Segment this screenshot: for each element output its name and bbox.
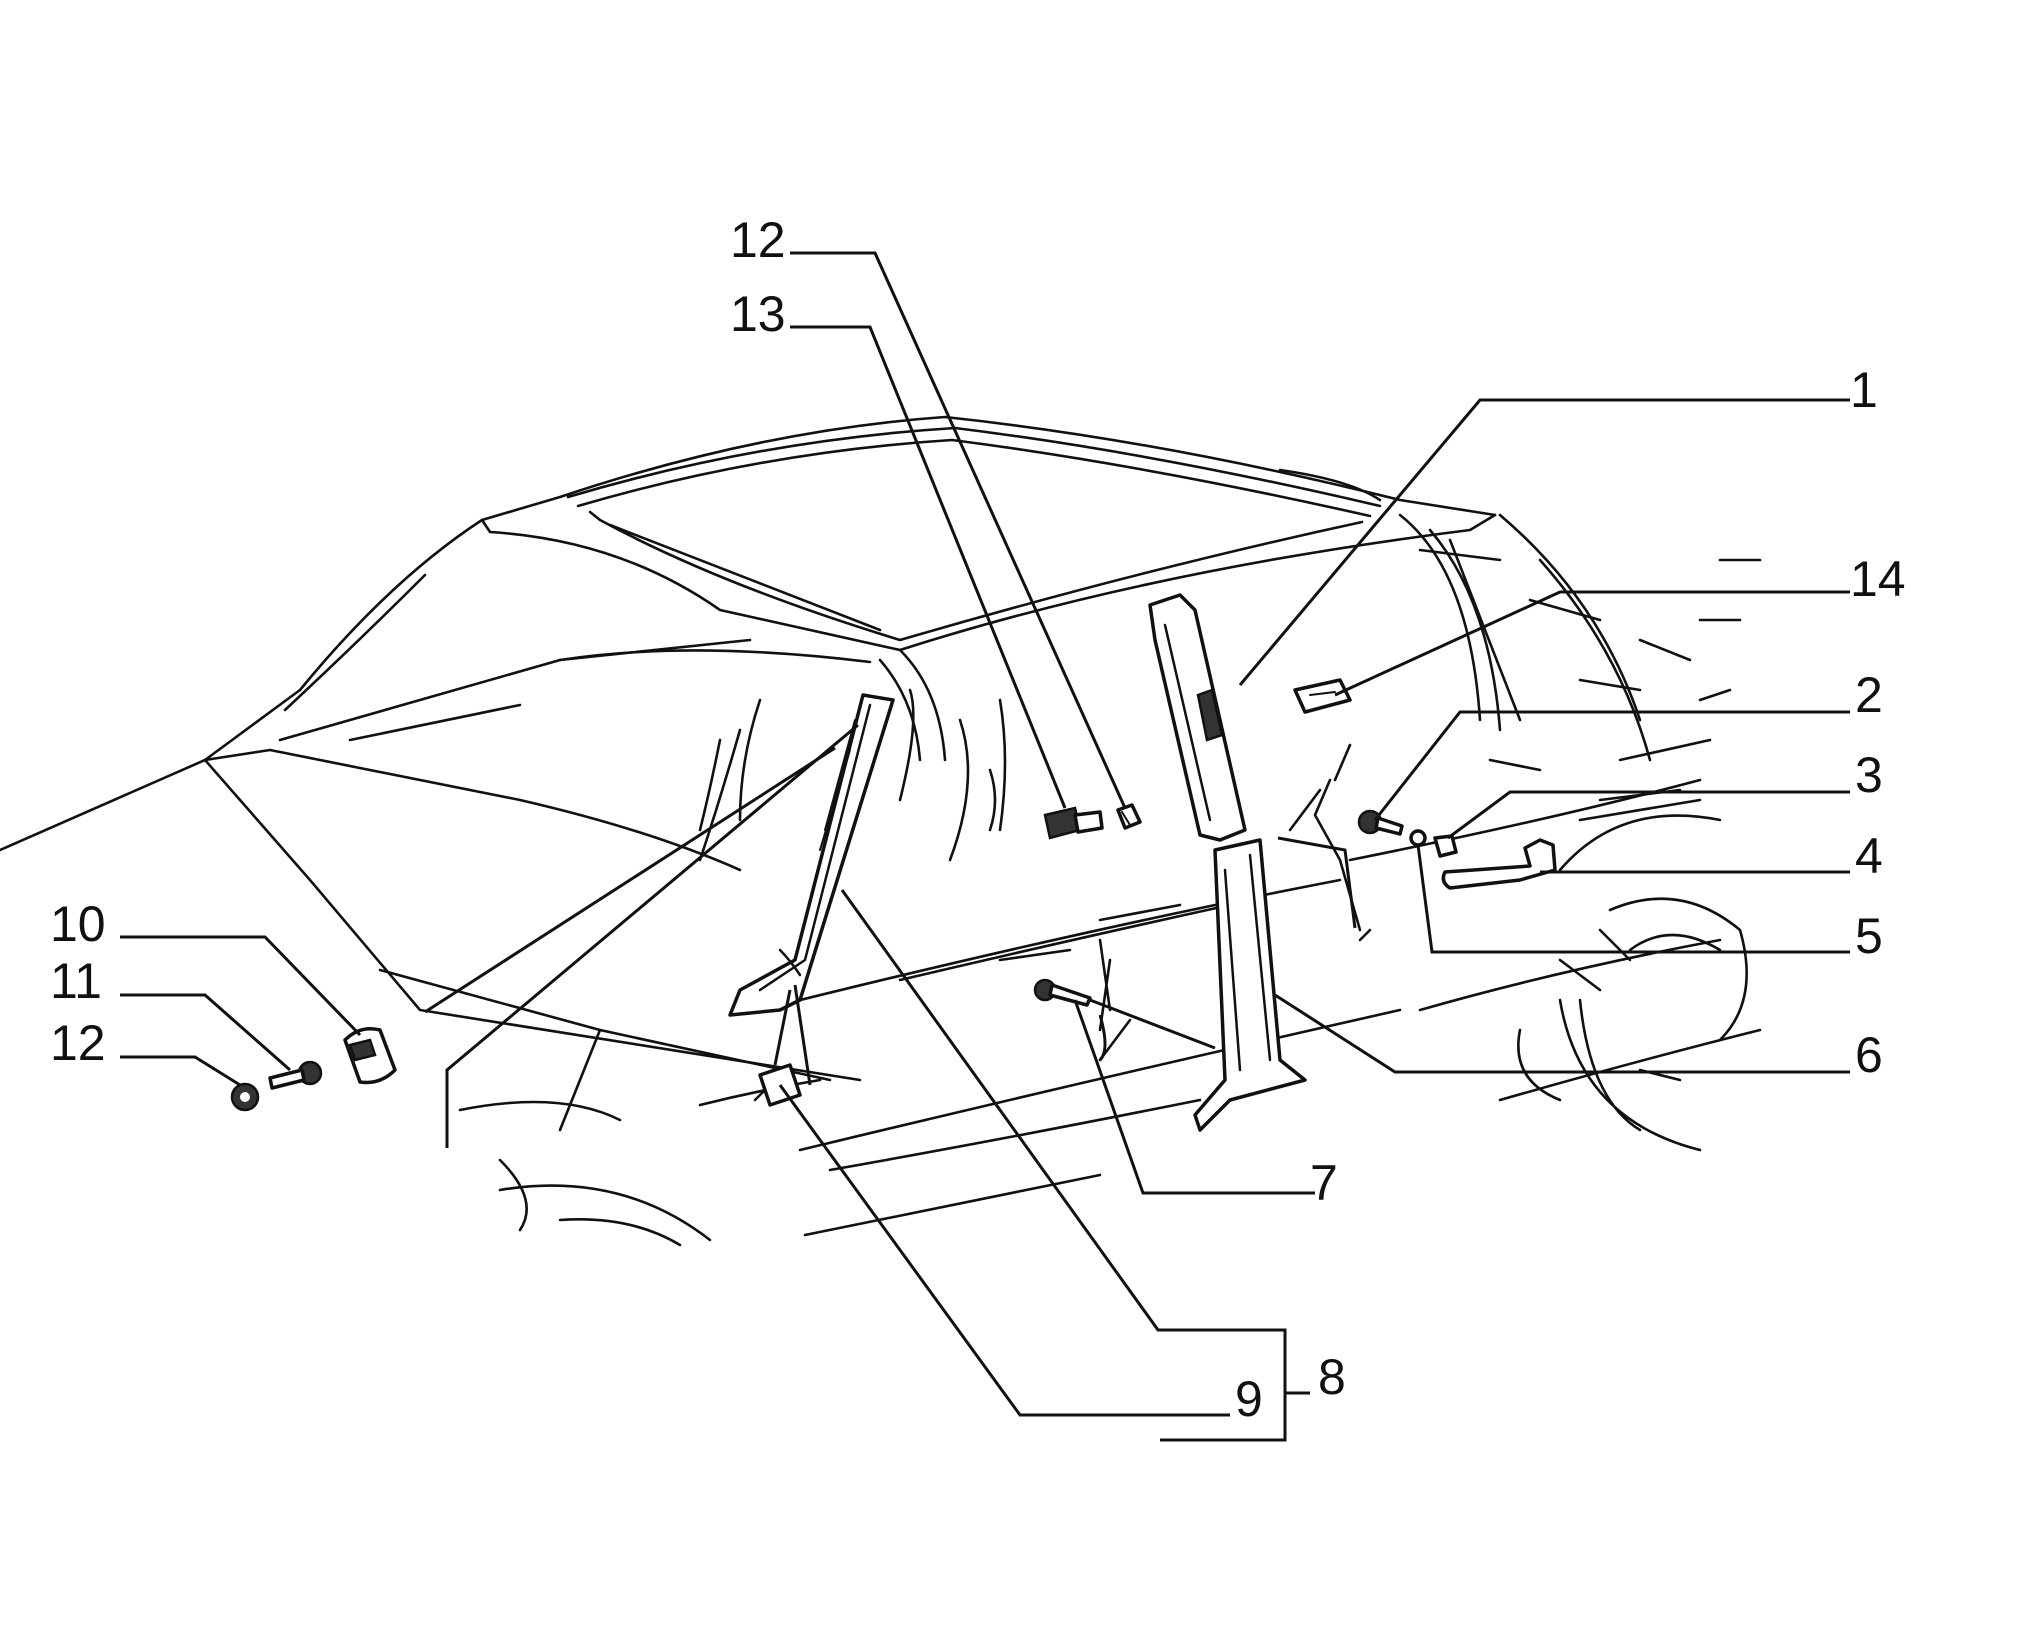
- screw-13: [1043, 806, 1104, 840]
- trim-clip: [753, 1063, 802, 1107]
- callout-6: 6: [1855, 1027, 1883, 1083]
- bracket-14: [1293, 678, 1352, 714]
- washer-5: [1409, 829, 1427, 847]
- nut-12-left: [230, 1082, 260, 1112]
- nut-3: [1433, 834, 1458, 858]
- cover-cap-10: [343, 1027, 397, 1085]
- callout-3: 3: [1855, 747, 1883, 803]
- callout-14: 14: [1850, 551, 1906, 607]
- callout-8: 8: [1318, 1349, 1346, 1405]
- screw-7: [1033, 978, 1092, 1007]
- callout-2: 2: [1855, 667, 1883, 723]
- callout-1: 1: [1850, 362, 1878, 418]
- clip-nut-12-top: [1116, 803, 1142, 830]
- bolt-2: [1357, 809, 1404, 836]
- screw-11: [268, 1060, 323, 1090]
- callout-10: 10: [50, 896, 106, 952]
- callout-4: 4: [1855, 828, 1883, 884]
- callout-11: 11: [50, 953, 102, 1009]
- callout-13: 13: [730, 286, 786, 342]
- callout-12-top: 12: [730, 212, 786, 268]
- grab-handle-4: [1441, 838, 1557, 890]
- callout-labels: 12 13 1 14 2 3 4 5 6 7 8 9 10 11 12: [50, 212, 1906, 1427]
- callout-7: 7: [1310, 1155, 1338, 1211]
- car-body-outline: [0, 415, 1762, 1247]
- leader-lines: [120, 251, 1850, 1442]
- callout-9: 9: [1235, 1371, 1263, 1427]
- callout-12-left: 12: [50, 1015, 106, 1071]
- b-pillar-lower-trim: [1193, 838, 1307, 1132]
- callout-5: 5: [1855, 908, 1883, 964]
- a-pillar-trim: [728, 693, 895, 1017]
- b-pillar-upper-trim: [1148, 593, 1247, 842]
